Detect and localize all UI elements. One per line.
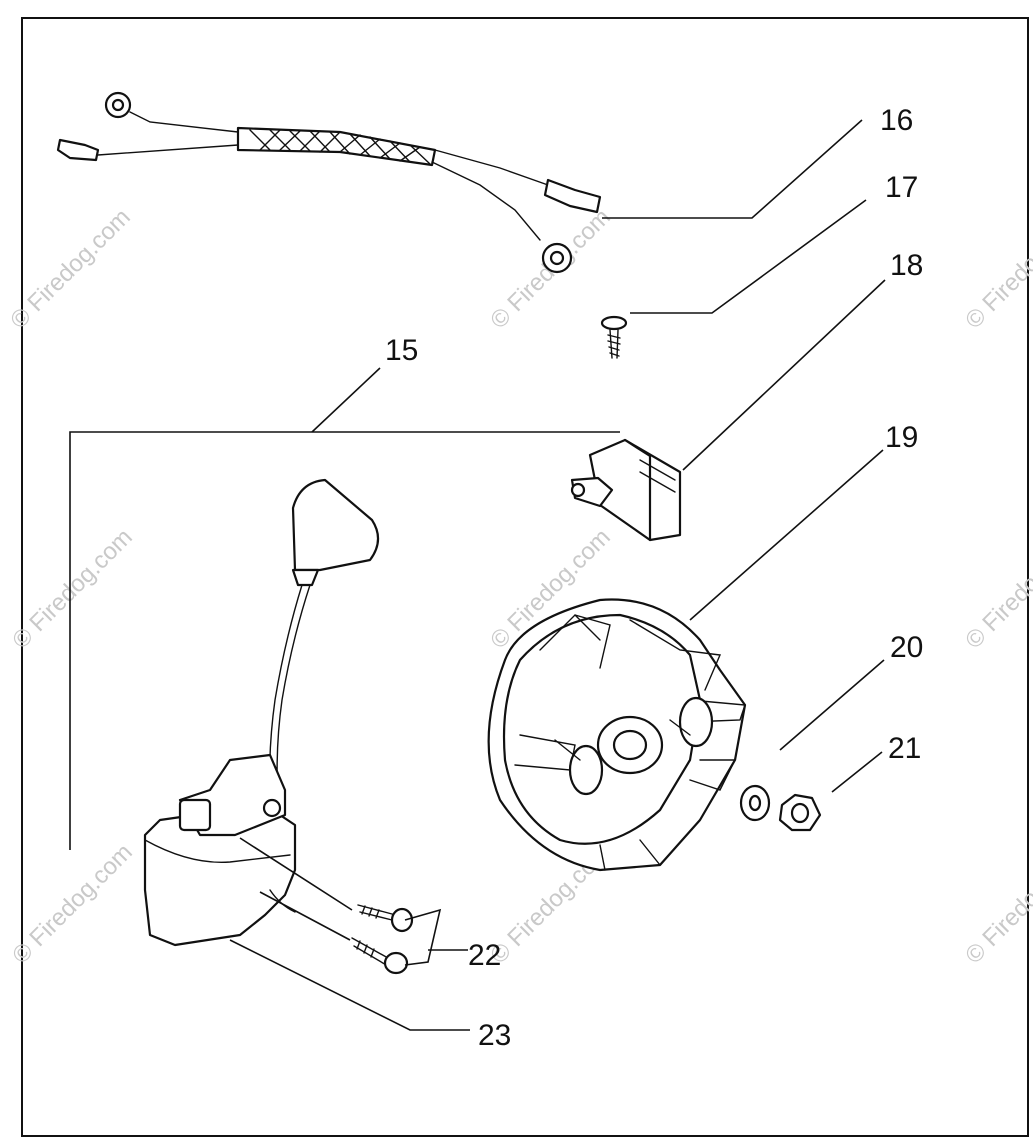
callout-21: 21: [888, 732, 921, 765]
watermark-6: © Firedog.com: [960, 524, 1033, 655]
screw-part: [600, 315, 628, 359]
callout-18: 18: [890, 249, 923, 282]
callout-15: 15: [385, 334, 418, 367]
watermark-1: © Firedog.com: [5, 204, 136, 335]
watermark-4: © Firedog.com: [7, 524, 138, 655]
nut-part: [778, 793, 822, 832]
leader-lines: [69, 119, 886, 1031]
diagram-frame: [21, 17, 1029, 1137]
callout-19: 19: [885, 421, 918, 454]
flywheel-part: [487, 598, 747, 872]
washer-part: [739, 784, 771, 822]
callout-22: 22: [468, 939, 501, 972]
switch-module-part: [570, 438, 682, 542]
callouts: 15 16 17 18 19 20 21 22 23: [385, 104, 923, 1052]
callout-17: 17: [885, 171, 918, 204]
coil-screws-part: [351, 904, 414, 975]
ignition-coil-part: [143, 478, 380, 947]
callout-20: 20: [890, 631, 923, 664]
watermark-7: © Firedog.com: [7, 839, 138, 970]
callout-23: 23: [478, 1019, 511, 1052]
wire-harness-part: [56, 91, 602, 274]
watermark-9: © Firedog.com: [960, 839, 1033, 970]
callout-16: 16: [880, 104, 913, 137]
watermark-3: © Firedog.com: [960, 204, 1033, 335]
